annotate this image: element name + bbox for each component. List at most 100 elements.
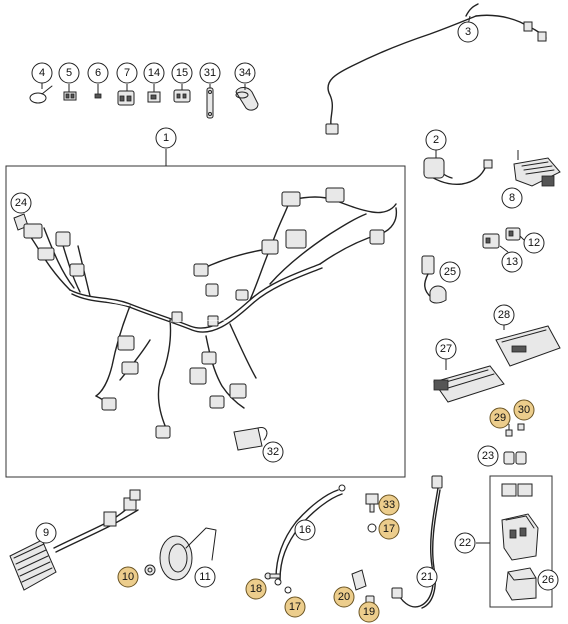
svg-text:19: 19 (363, 606, 375, 618)
svg-text:24: 24 (15, 197, 27, 209)
callout-13: 13 (501, 251, 523, 273)
callout-23: 23 (477, 445, 499, 467)
part-20-connector[interactable] (351, 569, 367, 591)
svg-text:20: 20 (338, 591, 350, 603)
svg-text:13: 13 (506, 256, 518, 268)
svg-text:4: 4 (39, 67, 45, 79)
svg-text:21: 21 (421, 571, 433, 583)
part-4-cable-tie[interactable] (29, 83, 53, 104)
part-9-voltage-regulator[interactable] (9, 489, 141, 591)
callout-15: 15 (171, 62, 193, 84)
svg-text:5: 5 (66, 67, 72, 79)
callout-26: 26 (537, 569, 559, 591)
svg-text:28: 28 (498, 309, 510, 321)
callout-11: 11 (194, 566, 216, 588)
svg-text:17: 17 (289, 601, 301, 613)
svg-text:18: 18 (250, 583, 262, 595)
callout-27: 27 (435, 338, 457, 360)
svg-text:10: 10 (122, 571, 134, 583)
svg-text:33: 33 (383, 499, 395, 511)
svg-text:29: 29 (494, 412, 506, 424)
svg-text:12: 12 (528, 237, 540, 249)
part-7-connector-housing[interactable] (117, 90, 135, 106)
callout-7: 7 (116, 62, 138, 84)
callout-16: 16 (294, 519, 316, 541)
svg-text:8: 8 (509, 192, 515, 204)
svg-text:9: 9 (43, 527, 49, 539)
callout-19: 19 (358, 601, 380, 623)
part-17-washer[interactable] (284, 523, 377, 594)
part-21-battery-cable[interactable] (391, 475, 443, 609)
main-harness-frame (5, 165, 406, 478)
svg-text:17: 17 (383, 523, 395, 535)
leader-lines (68, 84, 519, 544)
callout-4: 4 (31, 62, 53, 84)
part-8-control-unit[interactable] (513, 157, 561, 187)
svg-text:1: 1 (163, 132, 169, 144)
part-12-13-connectors[interactable] (482, 227, 525, 253)
part-28-battery-cover[interactable] (495, 325, 561, 367)
part-29-30-fasteners[interactable] (505, 423, 525, 437)
svg-text:30: 30 (518, 404, 530, 416)
part-1-main-wiring-harness[interactable] (23, 187, 398, 439)
callout-6: 6 (87, 62, 109, 84)
callout-28: 28 (493, 304, 515, 326)
part-5-connector-clip[interactable] (63, 91, 77, 101)
callout-17-upper: 17 (378, 518, 400, 540)
callout-34: 34 (234, 62, 256, 84)
svg-text:23: 23 (482, 450, 494, 462)
svg-text:15: 15 (176, 67, 188, 79)
part-3-wire-lead[interactable] (325, 3, 547, 135)
callout-9: 9 (35, 522, 57, 544)
part-22-relay-assembly[interactable] (501, 483, 539, 561)
part-31-ground-strap[interactable] (206, 87, 214, 119)
callout-30: 30 (513, 399, 535, 421)
callout-29: 29 (489, 407, 511, 429)
part-23-rubber-sleeves[interactable] (503, 451, 527, 465)
callout-1: 1 (155, 127, 177, 149)
callout-22: 22 (454, 532, 476, 554)
callout-21: 21 (416, 566, 438, 588)
callout-24: 24 (10, 192, 32, 214)
svg-text:2: 2 (433, 134, 439, 146)
part-10-nut[interactable] (144, 564, 156, 576)
callout-12: 12 (523, 232, 545, 254)
svg-text:3: 3 (465, 26, 471, 38)
callout-20: 20 (333, 586, 355, 608)
part-33-bolt[interactable] (365, 493, 379, 513)
callout-2: 2 (425, 129, 447, 151)
callout-14: 14 (143, 62, 165, 84)
part-14-plug[interactable] (147, 91, 161, 103)
svg-text:32: 32 (267, 446, 279, 458)
callout-25: 25 (439, 261, 461, 283)
callout-8: 8 (501, 187, 523, 209)
part-25-connector-lead[interactable] (421, 255, 447, 304)
callout-31: 31 (199, 62, 221, 84)
svg-text:26: 26 (542, 574, 554, 586)
part-26-relay-cover[interactable] (505, 567, 537, 601)
svg-text:31: 31 (204, 67, 216, 79)
svg-text:25: 25 (444, 266, 456, 278)
callout-3: 3 (457, 21, 479, 43)
part-34-cable-boot[interactable] (235, 87, 259, 111)
part-11-horn[interactable] (159, 527, 217, 581)
callout-18: 18 (245, 578, 267, 600)
callout-17-lower: 17 (284, 596, 306, 618)
svg-text:27: 27 (440, 343, 452, 355)
callout-32: 32 (262, 441, 284, 463)
callout-5: 5 (58, 62, 80, 84)
part-6-small-terminal[interactable] (94, 93, 102, 99)
svg-text:22: 22 (459, 537, 471, 549)
callout-10: 10 (117, 566, 139, 588)
part-27-battery-tray[interactable] (433, 365, 505, 403)
svg-text:7: 7 (124, 67, 130, 79)
svg-text:6: 6 (95, 67, 101, 79)
relay-group-frame (489, 475, 553, 608)
part-15-socket[interactable] (173, 89, 191, 103)
part-32-cover-clip[interactable] (233, 427, 268, 451)
part-2-sensor-cable[interactable] (423, 150, 493, 186)
svg-text:14: 14 (148, 67, 160, 79)
part-18-screw[interactable] (264, 572, 281, 580)
svg-text:34: 34 (239, 67, 251, 79)
